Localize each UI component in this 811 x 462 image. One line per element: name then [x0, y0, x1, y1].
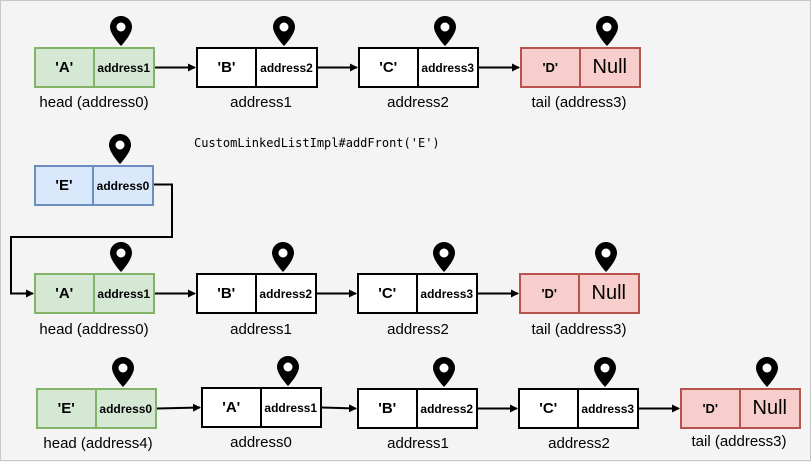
- node-value: 'D': [682, 390, 741, 427]
- list-node: 'B' address2: [196, 273, 317, 314]
- node-value: 'B': [359, 390, 418, 427]
- node-value: 'D': [522, 49, 581, 86]
- node-pointer: Null: [592, 56, 627, 78]
- node-label: tail (address3): [531, 321, 627, 338]
- map-pin-icon: [110, 242, 133, 272]
- node-label: tail (address3): [691, 433, 787, 450]
- list-node: 'A' address1: [34, 47, 155, 88]
- node-pointer: address1: [97, 286, 151, 301]
- node-pointer: address2: [259, 286, 313, 301]
- node-label: head (address4): [43, 435, 153, 452]
- map-pin-icon: [433, 357, 456, 387]
- node-pointer: address0: [96, 178, 150, 193]
- next-pointer-arrow: [156, 403, 201, 412]
- list-node: 'E' address0: [36, 388, 157, 429]
- node-label: address0: [230, 434, 292, 451]
- node-value: 'B': [198, 275, 257, 312]
- map-pin-icon: [272, 242, 295, 272]
- node-label: address1: [230, 94, 292, 111]
- map-pin-icon: [109, 134, 132, 164]
- map-pin-icon: [433, 242, 456, 272]
- map-pin-icon: [110, 16, 133, 46]
- map-pin-icon: [277, 356, 300, 386]
- map-pin-icon: [756, 357, 779, 387]
- map-pin-icon: [112, 357, 135, 387]
- node-label: address1: [230, 321, 292, 338]
- node-value: 'B': [198, 49, 257, 86]
- node-label: tail (address3): [531, 94, 627, 111]
- new-head-pointer-arrow: [10, 183, 173, 298]
- node-pointer: address3: [581, 401, 635, 416]
- operation-caption: CustomLinkedListImpl#addFront('E'): [194, 136, 440, 150]
- node-label: address1: [387, 435, 449, 452]
- map-pin-icon: [594, 357, 617, 387]
- node-pointer: address2: [420, 401, 474, 416]
- node-value: 'A': [203, 389, 262, 426]
- node-label: head (address0): [39, 94, 149, 111]
- node-pointer: address1: [264, 400, 318, 415]
- node-value: 'A': [36, 275, 95, 312]
- list-node: 'C' address3: [358, 47, 479, 88]
- node-pointer: address0: [99, 401, 153, 416]
- node-pointer: Null: [591, 282, 626, 304]
- next-pointer-arrow: [321, 404, 357, 413]
- node-value: 'C': [360, 49, 419, 86]
- list-node: 'B' address2: [196, 47, 318, 88]
- list-node: 'D' Null: [680, 388, 801, 429]
- map-pin-icon: [272, 16, 295, 46]
- node-pointer: address3: [420, 286, 474, 301]
- node-value: 'A': [36, 49, 95, 86]
- list-node: 'C' address3: [518, 388, 639, 429]
- list-node: 'D' Null: [519, 273, 640, 314]
- node-label: address2: [387, 94, 449, 111]
- node-value: 'D': [521, 275, 580, 312]
- node-pointer: address3: [421, 60, 475, 75]
- node-pointer: address2: [260, 60, 313, 75]
- list-node: 'D' Null: [520, 47, 641, 88]
- list-node: 'B' address2: [357, 388, 478, 429]
- list-node: 'A' address1: [34, 273, 155, 314]
- node-pointer: address1: [97, 60, 151, 75]
- list-node: 'C' address3: [357, 273, 478, 314]
- node-label: head (address0): [39, 321, 149, 338]
- node-label: address2: [387, 321, 449, 338]
- list-node: 'E' address0: [34, 165, 154, 206]
- node-value: 'C': [359, 275, 418, 312]
- map-pin-icon: [596, 16, 619, 46]
- node-value: 'C': [520, 390, 579, 427]
- map-pin-icon: [595, 242, 618, 272]
- node-value: 'E': [36, 167, 94, 204]
- map-pin-icon: [434, 16, 457, 46]
- list-node: 'A' address1: [201, 387, 322, 428]
- node-label: address2: [548, 435, 610, 452]
- node-value: 'E': [38, 390, 97, 427]
- node-pointer: Null: [752, 397, 787, 419]
